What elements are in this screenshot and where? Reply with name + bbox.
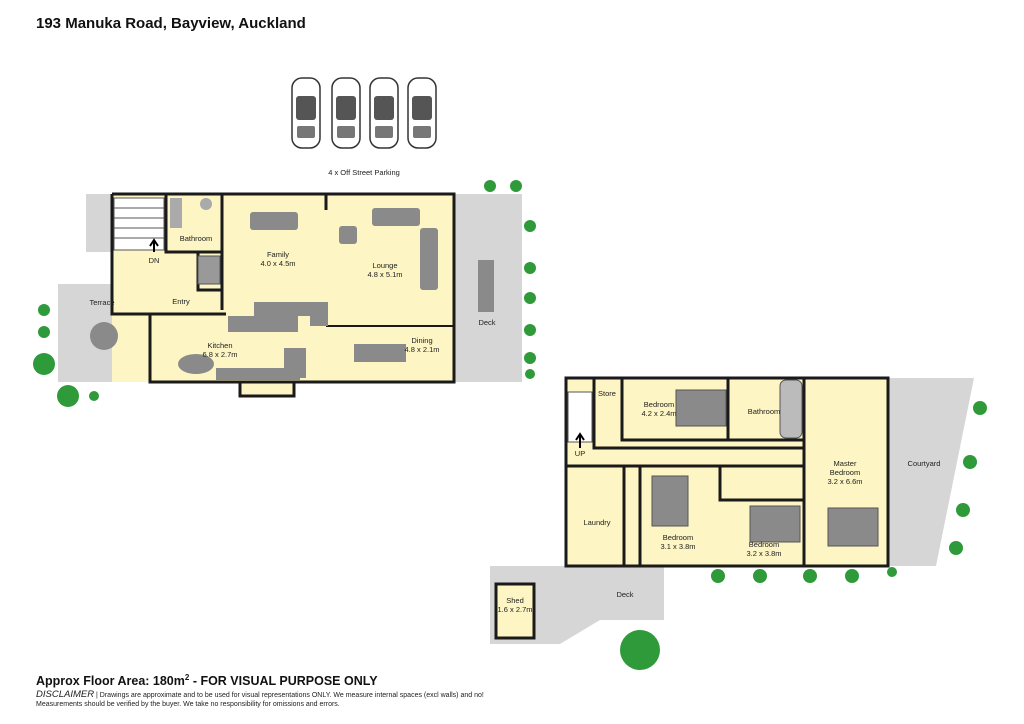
tree-icon — [711, 569, 725, 583]
courtyard-area — [888, 378, 974, 566]
tree-icon — [753, 569, 767, 583]
room-label: DN — [149, 256, 160, 265]
room-label: Bathroom — [748, 407, 781, 416]
room-label: Shed — [506, 596, 524, 605]
trees — [33, 180, 987, 670]
room-label: Laundry — [583, 518, 610, 527]
room-dims: 3.1 x 3.8m — [660, 542, 695, 551]
tree-icon — [524, 324, 536, 336]
room-label: Terrace — [89, 298, 114, 307]
tree-icon — [57, 385, 79, 407]
sofa — [420, 228, 438, 290]
tree-icon — [524, 352, 536, 364]
tree-icon — [803, 569, 817, 583]
deck-table — [478, 260, 494, 312]
up-arrow-icon — [575, 432, 585, 448]
bed — [749, 505, 801, 543]
room-label: Bedroom — [644, 400, 674, 409]
sofa — [250, 212, 298, 230]
car-icon — [291, 77, 321, 149]
tree-icon — [525, 369, 535, 379]
bed — [651, 475, 689, 527]
dining-table — [354, 344, 406, 362]
car-icon — [407, 77, 437, 149]
tree-icon — [949, 541, 963, 555]
tree-icon — [524, 292, 536, 304]
car-icon — [369, 77, 399, 149]
parking-cars — [291, 77, 437, 149]
sofa — [372, 208, 420, 226]
parking-label: 4 x Off Street Parking — [328, 168, 400, 177]
ground-floor: Bathroom DN Family 4.0 x 4.5m Lounge 4.8… — [58, 192, 522, 398]
room-label: Bedroom — [830, 468, 860, 477]
terrace-table — [90, 322, 118, 350]
bathtub — [779, 379, 803, 439]
tree-icon — [845, 569, 859, 583]
disclaimer: DISCLAIMER | Drawings are approximate an… — [36, 689, 484, 708]
room-label: Store — [598, 389, 616, 398]
tree-icon — [33, 353, 55, 375]
room-dims: 3.2 x 6.6m — [827, 477, 862, 486]
upper-floor: Store Bedroom 4.2 x 2.4m Bathroom UP Mas… — [490, 376, 974, 644]
room-dims: 4.8 x 2.1m — [404, 345, 439, 354]
tree-icon — [38, 304, 50, 316]
down-arrow-icon — [149, 238, 159, 252]
room-label: Family — [267, 250, 289, 259]
room-dims: 4.2 x 2.4m — [641, 409, 676, 418]
tree-icon — [620, 630, 660, 670]
floor-area: Approx Floor Area: 180m2 - FOR VISUAL PU… — [36, 673, 378, 689]
room-label: Deck — [616, 590, 633, 599]
tree-icon — [524, 220, 536, 232]
tree-icon — [956, 503, 970, 517]
tree-icon — [963, 455, 977, 469]
page-title: 193 Manuka Road, Bayview, Auckland — [36, 15, 306, 32]
bed — [675, 389, 727, 427]
tree-icon — [524, 262, 536, 274]
bed — [827, 507, 879, 547]
tree-icon — [510, 180, 522, 192]
room-dims: 1.6 x 2.7m — [497, 605, 532, 614]
tree-icon — [484, 180, 496, 192]
room-dims: 3.2 x 3.8m — [746, 549, 781, 558]
armchair — [339, 226, 357, 244]
car-icon — [331, 77, 361, 149]
room-label: Bathroom — [180, 234, 213, 243]
room-label: UP — [575, 449, 585, 458]
room-dims: 4.8 x 5.1m — [367, 270, 402, 279]
room-label: Master — [834, 459, 857, 468]
tree-icon — [38, 326, 50, 338]
room-label: Courtyard — [908, 459, 941, 468]
room-dims: 6.8 x 2.7m — [202, 350, 237, 359]
tree-icon — [973, 401, 987, 415]
room-label: Dining — [411, 336, 432, 345]
room-label: Entry — [172, 297, 190, 306]
room-label: Lounge — [372, 261, 397, 270]
room-label: Bedroom — [663, 533, 693, 542]
room-label: Kitchen — [207, 341, 232, 350]
room-dims: 4.0 x 4.5m — [260, 259, 295, 268]
room-label: Bedroom — [749, 540, 779, 549]
room-label: Deck — [478, 318, 495, 327]
tree-icon — [887, 567, 897, 577]
tree-icon — [89, 391, 99, 401]
